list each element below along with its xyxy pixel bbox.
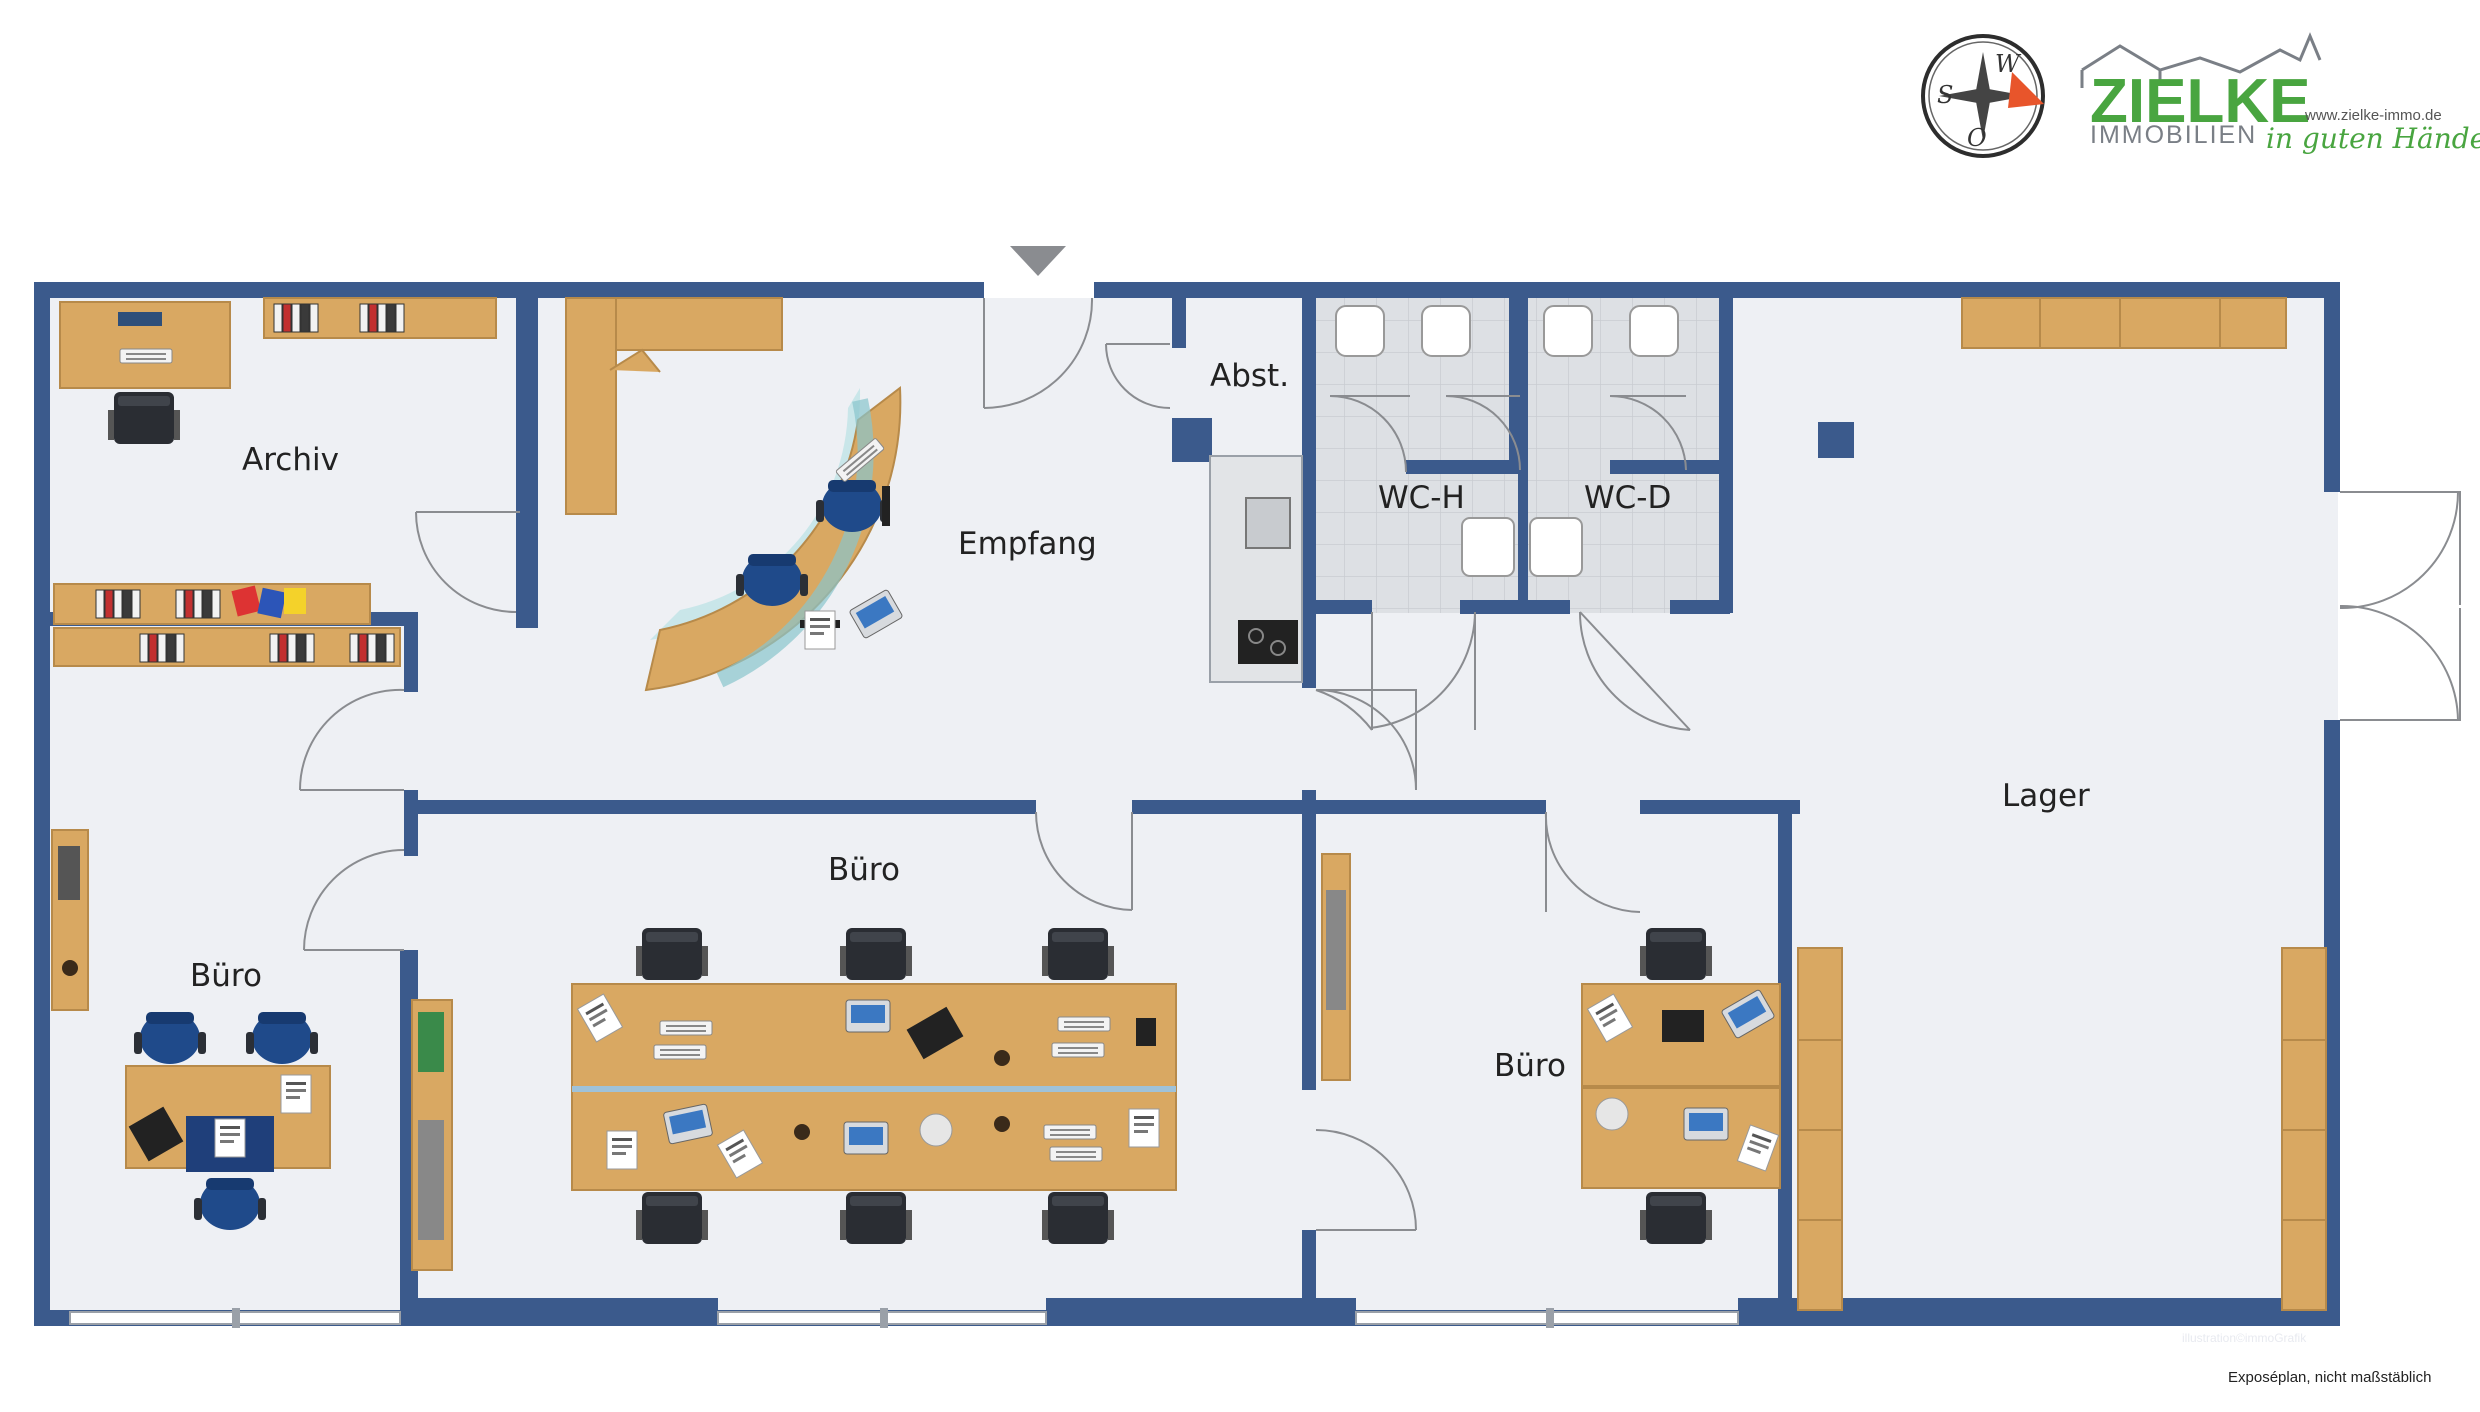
room-label-archiv: Archiv <box>242 442 339 478</box>
compass-n-label: W <box>1995 50 2022 78</box>
right-office-furniture <box>1321 853 1781 1244</box>
room-label-lager: Lager <box>2002 778 2090 814</box>
room-label-empfang: Empfang <box>958 526 1097 562</box>
room-label-abst: Abst. <box>1210 358 1289 394</box>
center-office-furniture <box>571 928 1177 1244</box>
room-label-wc-d: WC-D <box>1584 480 1671 516</box>
room-label-wc-h: WC-H <box>1378 480 1465 516</box>
compass-s-label: O <box>1967 124 1987 152</box>
illustration-credit: illustration©immoGrafik <box>2182 1331 2307 1345</box>
wc-fixtures <box>1335 305 1679 577</box>
room-label-buero-left: Büro <box>190 958 262 994</box>
logo-subtitle: IMMOBILIEN <box>2090 121 2257 149</box>
room-label-buero-right: Büro <box>1494 1048 1566 1084</box>
windows <box>69 1311 1739 1325</box>
walls <box>34 282 2340 1326</box>
logo-slogan: in guten Händen <box>2266 122 2480 155</box>
logo-name: ZIELKE <box>2090 67 2310 136</box>
company-logo: ZIELKE IMMOBILIEN www.zielke-immo.de in … <box>2080 32 2480 155</box>
kitchenette <box>1209 455 1303 683</box>
empfang-furniture <box>565 297 904 692</box>
entrance-arrow-icon <box>1010 246 1066 276</box>
plan-footnote: Exposéplan, nicht maßstäblich <box>2228 1369 2431 1386</box>
room-label-buero-center: Büro <box>828 852 900 888</box>
left-office-furniture <box>51 829 453 1271</box>
exterior-door <box>2339 491 2461 721</box>
door-swings <box>299 297 1691 1231</box>
compass-icon: W O S <box>1921 34 2045 158</box>
compass-w-label: S <box>1937 81 1953 109</box>
window-frames <box>232 1308 1554 1328</box>
archiv-furniture <box>53 297 497 667</box>
lager-shelving <box>1797 297 2327 1311</box>
logo-url: www.zielke-immo.de <box>2304 107 2442 124</box>
